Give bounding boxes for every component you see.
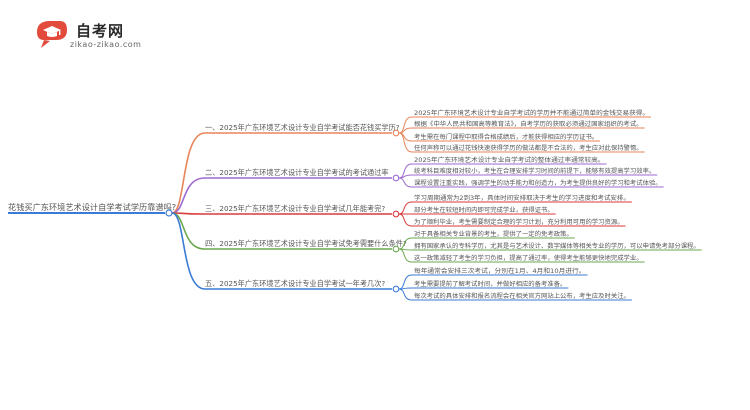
branch-1[interactable]: 一、2025年广东环境艺术设计专业自学考试能否花钱买学历? 2025年广东环境艺术…	[171, 109, 651, 214]
root-node-label[interactable]: 花钱买广东环境艺术设计自学考试学历靠谱吗?	[8, 202, 176, 212]
branch-2[interactable]: 二、2025年广东环境艺术设计专业自学考试的考试通过率 2025年广东环境艺术设计…	[171, 156, 664, 214]
leaf-label[interactable]: 考生需在每门课程中取得合格成绩后，才能获得相应的学历证书。	[414, 133, 598, 141]
branch-connector	[171, 212, 206, 290]
leaf-label[interactable]: 2025年广东环境艺术设计专业自学考试的整体通过率通常较高。	[414, 156, 605, 164]
branch-label[interactable]: 三、2025年广东环境艺术设计专业自学考试几年能考完?	[205, 204, 385, 213]
leaf-label[interactable]: 拥有国家承认的专科学历，尤其是与艺术设计、数字媒体等相关专业的学历，可以申请免考…	[414, 242, 700, 250]
leaf-label[interactable]: 为了顺利毕业，考生需要制定合理的学习计划，充分利用可用的学习资源。	[414, 218, 624, 226]
leaf-connector	[398, 127, 413, 134]
site-logo[interactable]: 自考网 zikao-zikao.com	[34, 18, 164, 58]
branch-connector-dot	[392, 210, 400, 218]
branch-connector-dot	[392, 245, 400, 253]
leaf-connector	[398, 132, 413, 153]
leaf-connector	[398, 248, 413, 263]
branch-label[interactable]: 四、2025年广东环境艺术设计专业自学考试免考需要什么条件?	[205, 239, 407, 248]
branch-connector	[171, 212, 206, 215]
graduation-cap-icon	[37, 21, 67, 48]
logo-title: 自考网	[76, 22, 125, 40]
branch-connector	[171, 177, 206, 214]
leaf-connector	[398, 116, 413, 134]
leaf-connector	[398, 201, 413, 215]
logo-subtitle: zikao-zikao.com	[70, 40, 142, 49]
branch-connector-dot	[392, 174, 400, 182]
branch-5[interactable]: 五、2025年广东环境艺术设计专业自学考试一年考几次? 每年通常会安排三次考试，分…	[171, 212, 632, 301]
leaf-label[interactable]: 根据《中华人民共和国高等教育法》，自考学历的获取必须通过国家组织的考试。	[414, 120, 643, 128]
leaf-connector	[398, 213, 413, 227]
branch-connector	[171, 132, 206, 214]
leaf-label[interactable]: 统考科目难度相对较小，考生在合理安排学习时间的前提下，能够有效提高学习效率。	[414, 167, 655, 175]
leaf-label[interactable]: 学习周期通常为2到3年，具体时间安排取决于考生的学习进度和考试安排。	[414, 194, 630, 202]
branch-connector-dot	[392, 285, 400, 293]
leaf-label[interactable]: 对于具备相关专业背景的考生，提供了一定的免考政策。	[414, 230, 573, 238]
leaf-connector	[398, 177, 413, 188]
branch-connector-dot	[392, 129, 400, 137]
leaf-label[interactable]: 每次考试的具体安排和报名流程会在相关官方网站上公布，考生应及时关注。	[414, 292, 630, 300]
leaf-label[interactable]: 每年通常会安排三次考试，分别在1月、4月和10月进行。	[414, 267, 585, 275]
branch-label[interactable]: 一、2025年广东环境艺术设计专业自学考试能否花钱买学历?	[205, 123, 400, 132]
leaf-label[interactable]: 部分考生在较短时间内即可完成学业，获得证书。	[414, 206, 554, 214]
leaf-connector	[398, 288, 413, 301]
leaf-label[interactable]: 考生需要提前了解考试时间，并做好相应的备考准备。	[414, 280, 566, 288]
branch-label[interactable]: 五、2025年广东环境艺术设计专业自学考试一年考几次?	[205, 279, 385, 288]
leaf-connector	[398, 274, 413, 290]
leaf-connector	[398, 174, 413, 179]
branch-label[interactable]: 二、2025年广东环境艺术设计专业自学考试的考试通过率	[205, 168, 389, 177]
leaf-label[interactable]: 课程设置注重实践，强调学生的动手能力和创造力，为考生提供良好的学习和考试体验。	[414, 179, 662, 187]
leaf-label[interactable]: 任何声称可以通过花钱快速获得学历的做法都是不合法的，考生应对此保持警惕。	[414, 144, 643, 152]
branch-4[interactable]: 四、2025年广东环境艺术设计专业自学考试免考需要什么条件? 对于具备相关专业背景…	[171, 212, 702, 263]
root-connector-dot	[165, 209, 173, 217]
leaf-label[interactable]: 这一政策减轻了考生的学习负担，提高了通过率，使得考生能够更快地完成学业。	[414, 254, 643, 262]
leaf-label[interactable]: 2025年广东环境艺术设计专业自学考试的学历并不能通过简单的金钱交易获得。	[414, 109, 649, 117]
branch-3[interactable]: 三、2025年广东环境艺术设计专业自学考试几年能考完? 学习周期通常为2到3年，具…	[171, 194, 632, 227]
